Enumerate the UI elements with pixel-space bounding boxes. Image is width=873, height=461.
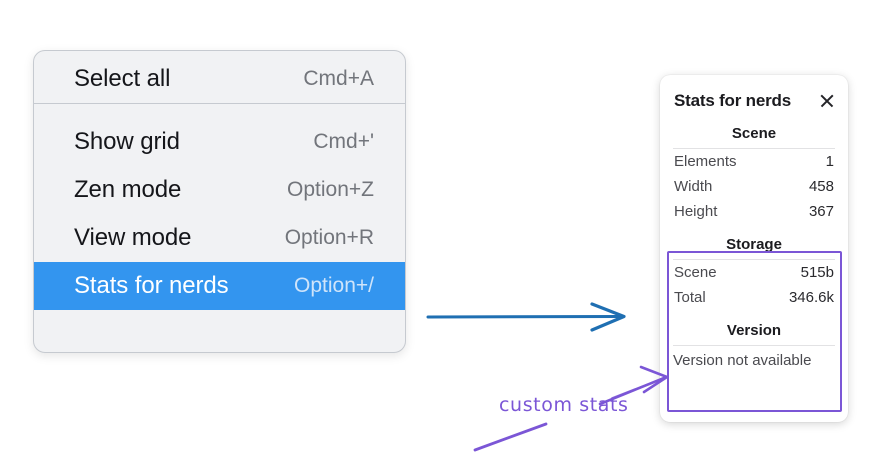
stat-key: Height <box>674 203 718 220</box>
menu-item-select-all[interactable]: Select all Cmd+A <box>34 55 405 103</box>
menu-item-shortcut: Option+R <box>284 226 374 249</box>
stat-key: Scene <box>674 264 717 281</box>
menu-group-view: Show grid Cmd+' Zen mode Option+Z View m… <box>34 104 405 320</box>
menu-item-label: Select all <box>74 65 171 92</box>
menu-item-shortcut: Option+/ <box>294 274 374 297</box>
section-divider <box>673 345 835 346</box>
stat-row-width: Width 458 <box>660 174 848 199</box>
stat-value: 515b <box>800 264 834 281</box>
panel-header: Stats for nerds <box>660 89 848 113</box>
menu-item-stats-for-nerds[interactable]: Stats for nerds Option+/ <box>34 262 405 310</box>
context-menu: Select all Cmd+A Show grid Cmd+' Zen mod… <box>33 50 406 353</box>
menu-item-shortcut: Option+Z <box>287 178 374 201</box>
menu-item-zen-mode[interactable]: Zen mode Option+Z <box>34 166 405 214</box>
section-divider <box>673 148 835 149</box>
version-note: Version not available <box>673 351 812 369</box>
stats-for-nerds-panel: Stats for nerds Scene Elements 1 Width 4… <box>660 75 848 422</box>
panel-title: Stats for nerds <box>674 91 791 110</box>
stat-value: 367 <box>808 203 834 220</box>
stat-row-storage-scene: Scene 515b <box>660 260 848 285</box>
purple-underline-stroke <box>473 422 548 452</box>
close-icon[interactable] <box>818 92 836 110</box>
stat-key: Total <box>674 289 706 306</box>
menu-group-primary: Select all Cmd+A <box>34 51 405 103</box>
stat-value: 346.6k <box>788 289 834 306</box>
menu-item-view-mode[interactable]: View mode Option+R <box>34 214 405 262</box>
menu-item-shortcut: Cmd+A <box>303 67 374 90</box>
section-divider <box>673 259 835 260</box>
stat-value: 458 <box>808 178 834 195</box>
menu-separator <box>34 103 405 104</box>
menu-item-label: Zen mode <box>74 176 182 203</box>
annotation-label-custom-stats: custom stats <box>499 394 629 416</box>
section-heading-version: Version <box>726 322 782 339</box>
menu-item-label: Show grid <box>74 128 180 155</box>
menu-item-label: Stats for nerds <box>74 272 229 299</box>
stat-value: 1 <box>825 153 834 170</box>
blue-arrow <box>426 302 626 332</box>
section-heading-scene: Scene <box>731 125 777 142</box>
stat-key: Width <box>674 178 713 195</box>
stat-row-storage-total: Total 346.6k <box>660 285 848 310</box>
stat-row-height: Height 367 <box>660 199 848 224</box>
menu-item-label: View mode <box>74 224 192 251</box>
menu-item-show-grid[interactable]: Show grid Cmd+' <box>34 118 405 166</box>
stat-row-elements: Elements 1 <box>660 149 848 174</box>
stat-key: Elements <box>674 153 737 170</box>
section-heading-storage: Storage <box>726 236 782 253</box>
menu-item-shortcut: Cmd+' <box>313 130 374 153</box>
